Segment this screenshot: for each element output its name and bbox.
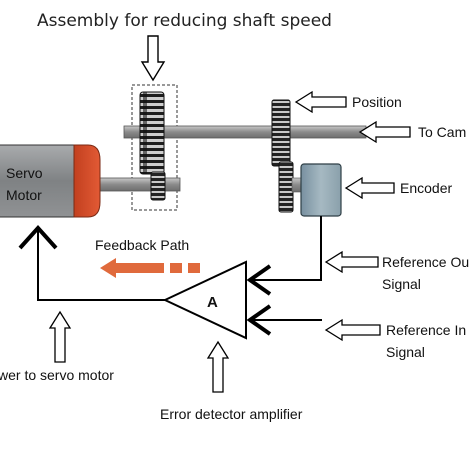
position-pointer-arrow [294, 90, 347, 114]
amplifier-symbol-label: A [207, 294, 218, 311]
title-pointer-arrow [140, 35, 166, 82]
signal-wiring [37, 216, 322, 321]
feedback-path-arrow [100, 258, 200, 278]
reference-output-label-line1: Reference Ou [382, 254, 469, 270]
position-gear [271, 99, 291, 167]
servo-motor [0, 144, 101, 218]
servo-motor-label-line1: Servo [6, 165, 43, 181]
to-cam-pointer-arrow [358, 120, 411, 144]
reference-input-pointer-arrow [324, 318, 381, 342]
encoder-gear [278, 161, 303, 213]
servo-motor-label-line2: Motor [6, 187, 42, 203]
reference-output-label-line2: Signal [382, 276, 421, 292]
motor-shaft [99, 177, 181, 192]
amplifier-pointer-arrow [206, 340, 230, 393]
diagram-title: Assembly for reducing shaft speed [37, 11, 332, 31]
amplifier-input-arrowhead-top [246, 264, 272, 296]
position-label: Position [352, 94, 402, 110]
error-detector-amplifier [162, 260, 247, 340]
reference-input-label-line2: Signal [386, 344, 425, 360]
to-cam-label: To Cam [418, 124, 466, 140]
reference-output-pointer-arrow [324, 250, 379, 274]
reduction-gear-large [139, 91, 165, 175]
error-detector-amplifier-label: Error detector amplifier [160, 406, 303, 422]
motor-input-arrowhead [18, 225, 58, 250]
amplifier-input-arrowhead-bottom [246, 304, 272, 336]
power-pointer-arrow [48, 310, 72, 363]
gear-assembly-box [131, 84, 178, 211]
encoder-label: Encoder [400, 180, 452, 196]
feedback-path-label: Feedback Path [95, 237, 189, 253]
reduction-gear-pinion [150, 171, 166, 201]
reference-input-label-line1: Reference In [386, 322, 466, 338]
power-to-servo-motor-label: wer to servo motor [0, 367, 114, 383]
encoder-pointer-arrow [344, 176, 395, 200]
encoder-body [300, 163, 342, 217]
